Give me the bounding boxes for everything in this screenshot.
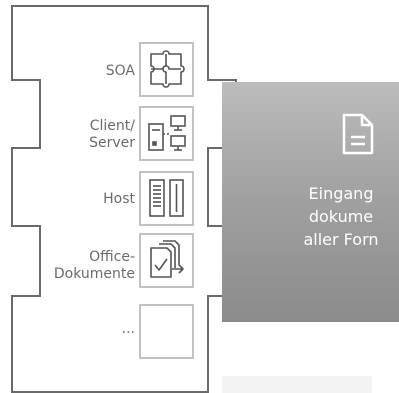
system-box-soa [139,42,194,97]
office-documents-label-text: Office- Dokumente [53,249,135,282]
office-documents-icon [150,240,184,278]
system-label-office-documents: Office- Dokumente [54,249,135,283]
host-icon [149,179,184,217]
puzzle-icon [150,50,185,88]
system-box-client-server [139,106,194,161]
system-label-soa: SOA [105,63,135,79]
inbound-line-2: dokume [308,207,374,226]
inbound-documents-panel: Eingang dokume aller Forn [222,82,399,322]
bottom-strip [222,376,372,393]
client-server-label-text: Client/ Server [89,118,135,151]
system-box-host [139,171,194,226]
inbound-line-1: Eingang [308,184,374,203]
document-icon [342,113,374,155]
system-box-office-documents [139,233,194,288]
client-server-icon [148,115,186,151]
system-label-host: Host [103,191,135,207]
system-box-more [139,304,194,359]
inbound-line-3: aller Forn [303,230,379,249]
system-label-client-server: Client/ Server [89,118,135,152]
system-label-more: ... [121,321,135,337]
